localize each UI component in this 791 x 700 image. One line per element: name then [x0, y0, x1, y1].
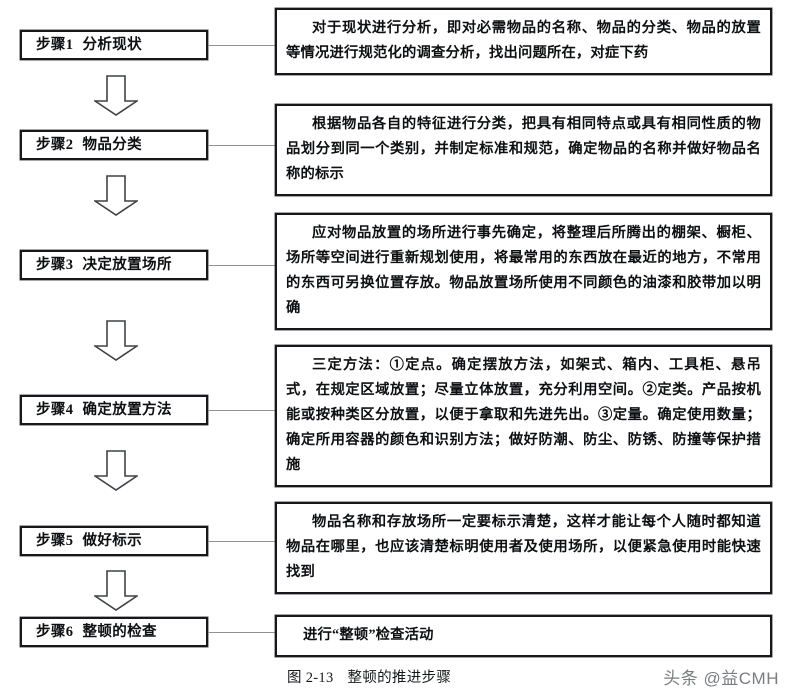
step-box-1-name: 分析现状 — [82, 36, 143, 53]
connector-line-6 — [208, 632, 276, 633]
step-box-4-label: 步骤4 确定放置方法 — [22, 403, 172, 418]
step-box-6-name: 整顿的检查 — [82, 623, 157, 640]
description-box-5: 物品名称和存放场所一定要标示清楚，这样才能让每个人随时都知道物品在哪里，也应该清… — [275, 502, 772, 594]
step-box-2-label: 步骤2 物品分类 — [22, 138, 142, 153]
description-text-4: 三定方法：①定点。确定摆放方法，如架式、箱内、工具柜、悬吊式，在规定区域放置；尽… — [286, 357, 761, 473]
step-box-3-label: 步骤3 决定放置场所 — [22, 258, 172, 273]
watermark: 头条 @益CMH — [663, 669, 779, 688]
down-arrow-icon-4 — [94, 450, 138, 491]
step-box-5-number: 步骤5 — [36, 532, 74, 549]
step-box-5-name: 做好标示 — [82, 532, 143, 549]
step-box-2-number: 步骤2 — [36, 136, 74, 153]
connector-line-2 — [208, 145, 276, 146]
description-box-2: 根据物品各自的特征进行分类，把具有相同特点或具有相同性质的物品划分到同一个类别，… — [275, 104, 772, 196]
down-arrow-icon-3 — [94, 320, 138, 361]
step-box-6-number: 步骤6 — [36, 623, 74, 640]
step-box-4[interactable]: 步骤4 确定放置方法 — [20, 395, 208, 425]
step-box-6[interactable]: 步骤6 整顿的检查 — [20, 617, 208, 647]
step-box-4-name: 确定放置方法 — [82, 401, 172, 418]
connector-line-3 — [208, 265, 276, 266]
description-box-1: 对于现状进行分析，即对必需物品的名称、物品的分类、物品的放置等情况进行规范化的调… — [275, 8, 772, 75]
connector-line-4 — [208, 410, 276, 411]
description-text-1: 对于现状进行分析，即对必需物品的名称、物品的分类、物品的放置等情况进行规范化的调… — [286, 20, 761, 61]
step-box-1-label: 步骤1 分析现状 — [22, 38, 142, 53]
step-box-4-number: 步骤4 — [36, 401, 74, 418]
figure-caption: 图 2-13 整顿的推进步骤 — [287, 666, 451, 687]
figure-caption-number: 图 2-13 — [287, 670, 334, 686]
description-text-5: 物品名称和存放场所一定要标示清楚，这样才能让每个人随时都知道物品在哪里，也应该清… — [286, 514, 761, 580]
step-box-3-name: 决定放置场所 — [82, 256, 172, 273]
step-box-3[interactable]: 步骤3 决定放置场所 — [20, 250, 208, 280]
description-box-4: 三定方法：①定点。确定摆放方法，如架式、箱内、工具柜、悬吊式，在规定区域放置；尽… — [275, 345, 772, 487]
step-box-2-name: 物品分类 — [82, 136, 143, 153]
connector-line-5 — [208, 541, 276, 542]
step-box-1-number: 步骤1 — [36, 36, 74, 53]
step-box-6-label: 步骤6 整顿的检查 — [22, 625, 157, 640]
description-box-6: 进行“整顿”检查活动 — [275, 615, 772, 657]
step-box-2[interactable]: 步骤2 物品分类 — [20, 130, 208, 160]
description-text-3: 应对物品放置的场所进行事先确定，将整理后所腾出的棚架、橱柜、场所等空间进行重新规… — [286, 225, 761, 316]
step-box-3-number: 步骤3 — [36, 256, 74, 273]
step-box-5-label: 步骤5 做好标示 — [22, 534, 142, 549]
description-text-2: 根据物品各自的特征进行分类，把具有相同特点或具有相同性质的物品划分到同一个类别，… — [286, 116, 761, 182]
down-arrow-icon-2 — [94, 175, 138, 216]
description-text-6: 进行“整顿”检查活动 — [303, 627, 434, 643]
down-arrow-icon-1 — [94, 75, 138, 116]
step-box-1[interactable]: 步骤1 分析现状 — [20, 30, 208, 60]
step-box-5[interactable]: 步骤5 做好标示 — [20, 526, 208, 556]
description-box-3: 应对物品放置的场所进行事先确定，将整理后所腾出的棚架、橱柜、场所等空间进行重新规… — [275, 213, 772, 330]
figure-caption-title: 整顿的推进步骤 — [347, 670, 452, 686]
down-arrow-icon-5 — [94, 570, 138, 611]
connector-line-1 — [208, 45, 276, 46]
